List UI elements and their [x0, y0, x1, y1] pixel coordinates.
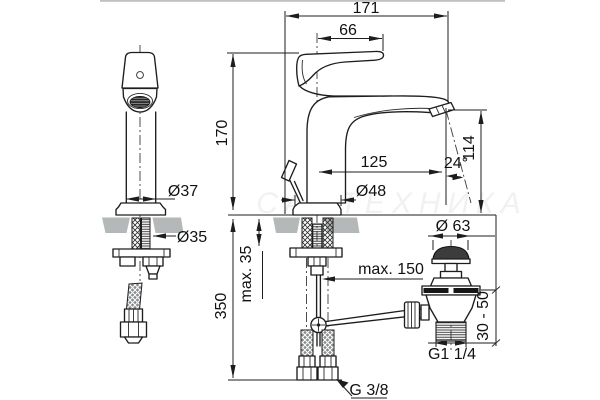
- dimension-waste-thread: G1 1/4: [428, 335, 496, 363]
- handle-front: [121, 51, 159, 89]
- knurled-coupler: [403, 301, 421, 329]
- handle-indicator-dot: [136, 71, 144, 79]
- side-view: [273, 33, 456, 381]
- lever-inner-curve: [301, 59, 307, 85]
- dimension-hole-diameter: Ø35: [153, 229, 207, 246]
- dim-label-3050: 30 - 50: [475, 291, 492, 341]
- actuator-rod-top: [325, 309, 406, 323]
- dim-label-171: 171: [353, 0, 380, 17]
- pull-rod-knob: [280, 159, 298, 182]
- dimensions: 171 66 170 350: [126, 0, 501, 399]
- pop-up-waste: [420, 240, 481, 350]
- dim-label-d48: Ø48: [356, 183, 386, 200]
- supply-hose-front: [119, 282, 148, 344]
- dimension-overall-width: 171: [284, 0, 449, 214]
- supply-hoses: [296, 329, 339, 381]
- lever-handle: [296, 50, 385, 87]
- plug-cap: [432, 245, 470, 260]
- shank-section-left: [301, 217, 313, 249]
- threaded-stud: [141, 217, 151, 254]
- pull-rod: [289, 179, 301, 203]
- dim-label-max150: max. 150: [358, 261, 424, 278]
- dimension-base-diameter: Ø48: [281, 183, 386, 206]
- pop-up-linkage: [310, 274, 428, 347]
- front-view: [102, 45, 184, 344]
- hose-nut: [119, 321, 148, 338]
- dimension-lever-length: 66: [318, 22, 384, 51]
- shank-nut-lower: [310, 265, 324, 276]
- dim-label-g114: G1 1/4: [428, 346, 476, 363]
- dim-label-d63: Ø 63: [436, 218, 471, 235]
- dim-label-max35: max. 35: [238, 245, 255, 302]
- dimension-hose-length: 350: [213, 219, 342, 381]
- dim-label-114: 114: [461, 135, 478, 161]
- dimension-waste-plug: Ø 63: [428, 218, 495, 250]
- dim-label-66: 66: [339, 22, 357, 39]
- dim-label-350: 350: [213, 293, 230, 320]
- dimension-clamping-range: 30 - 50: [475, 215, 501, 347]
- aerator-rim: [127, 92, 153, 110]
- dimension-height: 170: [214, 52, 299, 210]
- seal-left: [423, 288, 449, 293]
- dim-label-d35: Ø35: [177, 229, 207, 246]
- waste-thread-tail: [435, 321, 467, 342]
- hose-nut-2: [317, 366, 339, 381]
- dim-label-g38: G 3/8: [349, 382, 388, 399]
- shank-section-right: [322, 217, 334, 249]
- countertop-left: [102, 217, 130, 233]
- horseshoe-washer: [112, 248, 171, 258]
- pull-rod2: [293, 180, 304, 202]
- horseshoe-washer-2: [289, 247, 343, 258]
- countertop-right: [152, 217, 184, 233]
- dim-label-170: 170: [214, 120, 231, 147]
- nut-stub: [148, 273, 158, 280]
- waste-cone: [429, 277, 473, 287]
- clamp-block: [119, 256, 136, 267]
- base-escutcheon-front: [115, 202, 167, 216]
- dimension-body-diameter: Ø37: [126, 183, 198, 202]
- dimension-outlet-height: 114: [448, 109, 487, 213]
- threaded-rod: [312, 223, 323, 249]
- top-border-artifact: [100, 0, 505, 2]
- dimension-spout-reach: 125: [319, 154, 442, 175]
- shank-section: [131, 217, 141, 254]
- base-escutcheon-side: [292, 202, 342, 216]
- aerator-mesh: [129, 96, 151, 109]
- seal-right: [453, 288, 479, 293]
- rod-socket: [420, 304, 430, 321]
- countertop-left-2: [273, 217, 300, 233]
- plug-stem: [444, 262, 458, 273]
- hose-nut-1: [296, 366, 318, 381]
- dim-label-d37: Ø37: [168, 183, 198, 200]
- body-cap-seam: [299, 85, 393, 97]
- dim-label-125: 125: [361, 154, 388, 171]
- dimension-rod-length: max. 150: [322, 261, 424, 282]
- waste-body: [425, 294, 477, 323]
- dimension-hose-thread: G 3/8: [336, 379, 389, 399]
- nut-taper: [145, 265, 161, 275]
- dim-label-24: 24°: [444, 155, 468, 172]
- mounting-nut: [142, 256, 164, 267]
- waste-step: [439, 270, 463, 279]
- dimension-deck-thickness: max. 35: [238, 219, 263, 302]
- shank-nut: [307, 256, 327, 267]
- dimension-stream-angle: 24°: [444, 108, 472, 205]
- actuator-rod-bottom: [325, 316, 406, 327]
- spout-inner-line: [353, 107, 434, 118]
